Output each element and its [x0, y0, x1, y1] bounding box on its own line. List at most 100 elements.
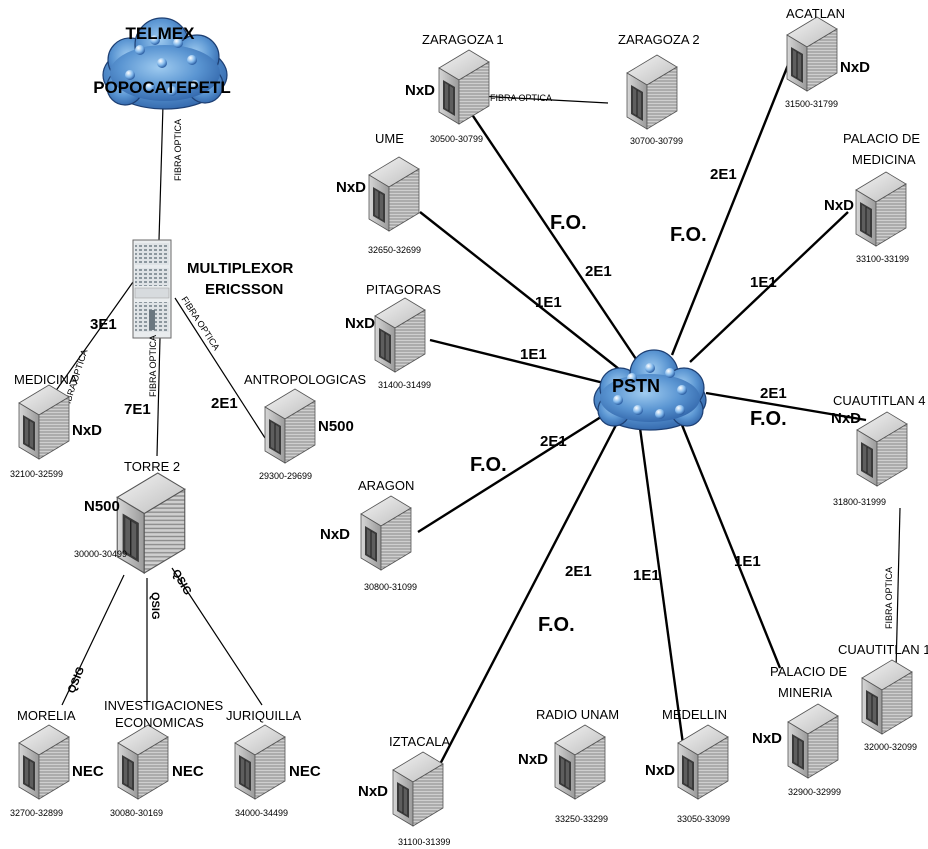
node-juriquilla-range: 34000-34499	[235, 808, 288, 818]
server-icon	[787, 703, 839, 779]
label-1e1-medellin: 1E1	[633, 567, 660, 584]
node-cuautitlan-4-vendor: NxD	[831, 410, 861, 427]
server-icon	[786, 16, 838, 92]
node-zaragoza-2[interactable]: ZARAGOZA 2 30700-30799	[618, 32, 700, 146]
node-zaragoza-1-vendor: NxD	[405, 82, 435, 99]
node-aragon[interactable]: ARAGON NxD 30800-31099	[320, 478, 417, 592]
link-torre2-morelia	[61, 574, 125, 706]
node-morelia[interactable]: MORELIA NEC 32700-32899	[10, 708, 104, 818]
fibra-optica-antropologicas: FIBRA OPTICA	[179, 295, 221, 352]
node-palacio-mineria-range: 32900-32999	[788, 787, 841, 797]
node-medicina-name: MEDICINA	[14, 372, 78, 387]
node-juriquilla-vendor: NEC	[289, 763, 321, 780]
node-palacio-medicina-name-2: MEDICINA	[852, 152, 916, 167]
cloud-icon	[102, 17, 228, 110]
fibra-optica-cuautitlan: FIBRA OPTICA	[884, 567, 894, 629]
node-medellin-vendor: NxD	[645, 762, 675, 779]
fibra-optica-torre2: FIBRA OPTICA	[148, 335, 158, 397]
link-mux-antropologicas	[174, 297, 266, 439]
node-medellin-range: 33050-33099	[677, 814, 730, 824]
link-pitagoras-pstn	[429, 338, 613, 387]
node-pitagoras[interactable]: PITAGORAS NxD 31400-31499	[345, 282, 441, 390]
node-iztacala[interactable]: IZTACALA NxD 31100-31399	[358, 734, 450, 847]
node-cuautitlan-4-name: CUAUTITLAN 4	[833, 393, 925, 408]
node-investigaciones-name-1: INVESTIGACIONES	[104, 698, 224, 713]
node-acatlan-name: ACATLAN	[786, 6, 845, 21]
node-antropologicas-range: 29300-29699	[259, 471, 312, 481]
node-cuautitlan-1[interactable]: CUAUTITLAN 1 32000-32099	[838, 642, 928, 752]
server-icon	[677, 724, 729, 800]
fibra-optica-zaragoza: FIBRA OPTICA	[490, 93, 552, 103]
node-torre-2-vendor: N500	[84, 498, 120, 515]
node-medicina-vendor: NxD	[72, 422, 102, 439]
node-juriquilla[interactable]: JURIQUILLA NEC 34000-34499	[226, 708, 321, 818]
node-torre-2-range: 30000-30499	[74, 549, 127, 559]
label-1e1-pitagoras: 1E1	[520, 346, 547, 363]
server-icon	[856, 411, 908, 487]
node-medicina[interactable]: MEDICINA NxD 32100-32599	[10, 372, 102, 479]
node-aragon-range: 30800-31099	[364, 582, 417, 592]
node-zaragoza-1-range: 30500-30799	[430, 134, 483, 144]
node-acatlan[interactable]: ACATLAN NxD 31500-31799	[785, 6, 870, 109]
link-ume-pstn	[419, 211, 625, 374]
node-palacio-mineria-name-1: PALACIO DE	[770, 664, 847, 679]
node-pitagoras-range: 31400-31499	[378, 380, 431, 390]
node-palacio-de-mineria[interactable]: PALACIO DE MINERIA NxD 32900-32999	[752, 664, 847, 797]
label-7e1-torre2: 7E1	[124, 401, 151, 418]
link-palacio-medicina-pstn	[689, 211, 849, 363]
link-labels: FIBRA OPTICA FIBRA OPTICA FIBRA OPTICA F…	[61, 93, 894, 695]
label-fo-acatlan: F.O.	[670, 224, 707, 246]
node-zaragoza-2-name: ZARAGOZA 2	[618, 32, 700, 47]
telmex-cloud-label-1: TELMEX	[126, 24, 196, 43]
node-torre-2[interactable]: TORRE 2 N500 30000-30499	[74, 459, 186, 574]
server-icon	[554, 724, 606, 800]
multiplexor-ericsson: MULTIPLEXOR ERICSSON	[132, 239, 294, 339]
node-cuautitlan-4-range: 31800-31999	[833, 497, 886, 507]
server-icon	[626, 54, 678, 130]
link-mux-medicina	[54, 281, 134, 393]
node-investigaciones-range: 30080-30169	[110, 808, 163, 818]
pstn-cloud-label: PSTN	[612, 376, 660, 396]
server-icon	[374, 297, 426, 373]
telmex-cloud-label-2: POPOCATEPETL	[93, 78, 231, 97]
server-icon	[264, 388, 316, 464]
cloud-icon	[593, 349, 707, 431]
node-antropologicas-vendor: N500	[318, 418, 354, 435]
label-1e1-palacio-medicina: 1E1	[750, 274, 777, 291]
node-cuautitlan-4[interactable]: CUAUTITLAN 4 NxD 31800-31999	[831, 393, 925, 507]
node-medicina-range: 32100-32599	[10, 469, 63, 479]
link-pstn-iztacala	[434, 424, 618, 773]
node-antropologicas[interactable]: ANTROPOLOGICAS N500 29300-29699	[244, 372, 366, 481]
server-icon	[438, 49, 490, 125]
label-3e1: 3E1	[90, 316, 117, 333]
node-morelia-vendor: NEC	[72, 763, 104, 780]
server-icon	[18, 384, 70, 460]
link-torre2-juriquilla	[171, 567, 263, 706]
link-pstn-medellin	[638, 427, 685, 745]
connection-lines	[54, 59, 901, 773]
node-aragon-name: ARAGON	[358, 478, 414, 493]
node-zaragoza-1[interactable]: ZARAGOZA 1 NxD 30500-30799	[405, 32, 504, 144]
node-radio-unam[interactable]: RADIO UNAM NxD 33250-33299	[518, 707, 619, 824]
label-fo-iztacala: F.O.	[538, 614, 575, 636]
node-pitagoras-name: PITAGORAS	[366, 282, 441, 297]
node-investigaciones-vendor: NEC	[172, 763, 204, 780]
link-acatlan-pstn	[670, 59, 792, 356]
node-iztacala-name: IZTACALA	[389, 734, 450, 749]
label-fo-aragon: F.O.	[470, 454, 507, 476]
node-acatlan-range: 31500-31799	[785, 99, 838, 109]
node-palacio-de-medicina[interactable]: PALACIO DE MEDICINA NxD 33100-33199	[824, 131, 920, 264]
server-icon	[392, 751, 444, 827]
node-ume[interactable]: UME NxD 32650-32699	[336, 131, 421, 255]
node-radio-unam-range: 33250-33299	[555, 814, 608, 824]
node-aragon-vendor: NxD	[320, 526, 350, 543]
link-mux-torre2	[156, 337, 161, 457]
node-zaragoza-2-range: 30700-30799	[630, 136, 683, 146]
server-icon	[117, 724, 169, 800]
server-icon	[861, 659, 913, 735]
server-icon	[855, 171, 907, 247]
node-ume-name: UME	[375, 131, 404, 146]
node-investigaciones-economicas[interactable]: INVESTIGACIONES ECONOMICAS NEC 30080-301…	[104, 698, 224, 818]
node-medellin[interactable]: MEDELLIN NxD 33050-33099	[645, 707, 730, 824]
link-aragon-pstn	[417, 408, 613, 534]
